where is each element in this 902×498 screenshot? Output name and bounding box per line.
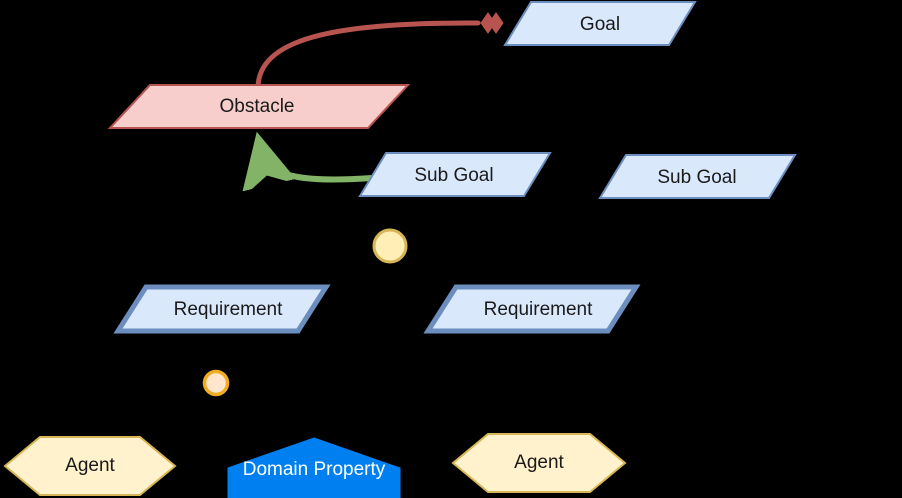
link-layer (255, 12, 504, 180)
subgoal-right-shape (598, 154, 797, 199)
obstacle-shape (107, 84, 411, 129)
node-agent-right[interactable]: Agent (451, 433, 627, 493)
goal-label: Goal (580, 14, 620, 35)
node-subgoal-left[interactable]: Sub Goal (358, 152, 552, 197)
resolution-link[interactable] (261, 150, 375, 180)
node-requirement-left[interactable]: Requirement (113, 284, 331, 334)
obstacle-label: Obstacle (220, 96, 295, 117)
domain-property-shape (227, 437, 401, 498)
resolution-link-path (261, 150, 375, 180)
requirement-right-shape (423, 284, 641, 334)
refinement-upper-shape (372, 228, 408, 264)
agent-left-shape (3, 436, 177, 496)
requirement-right-label: Requirement (484, 299, 593, 320)
node-layer: Goal Obstacle Sub Goal Sub Goal (3, 0, 797, 498)
subgoal-left-shape (358, 152, 552, 197)
agent-right-label: Agent (514, 452, 564, 473)
requirement-left-label: Requirement (174, 299, 283, 320)
node-subgoal-right[interactable]: Sub Goal (598, 154, 797, 199)
domain-property-label: Domain Property (243, 459, 386, 480)
refinement-lower-shape (202, 369, 230, 397)
agent-left-label: Agent (65, 455, 115, 476)
node-requirement-right[interactable]: Requirement (423, 284, 641, 334)
node-agent-left[interactable]: Agent (3, 436, 177, 496)
obstruction-link-path (255, 20, 481, 91)
obstruction-link[interactable] (255, 12, 504, 91)
node-refinement-lower[interactable] (202, 369, 230, 397)
node-domain-property[interactable]: Domain Property (227, 437, 401, 498)
goal-shape (503, 0, 697, 46)
node-refinement-upper[interactable] (372, 228, 408, 264)
subgoal-right-label: Sub Goal (657, 167, 736, 188)
node-obstacle[interactable]: Obstacle (107, 84, 411, 129)
requirement-left-shape (113, 284, 331, 334)
obstruction-marker-icon-2 (488, 12, 504, 34)
agent-right-shape (451, 433, 627, 493)
subgoal-left-label: Sub Goal (414, 165, 493, 186)
node-goal[interactable]: Goal (503, 0, 697, 46)
